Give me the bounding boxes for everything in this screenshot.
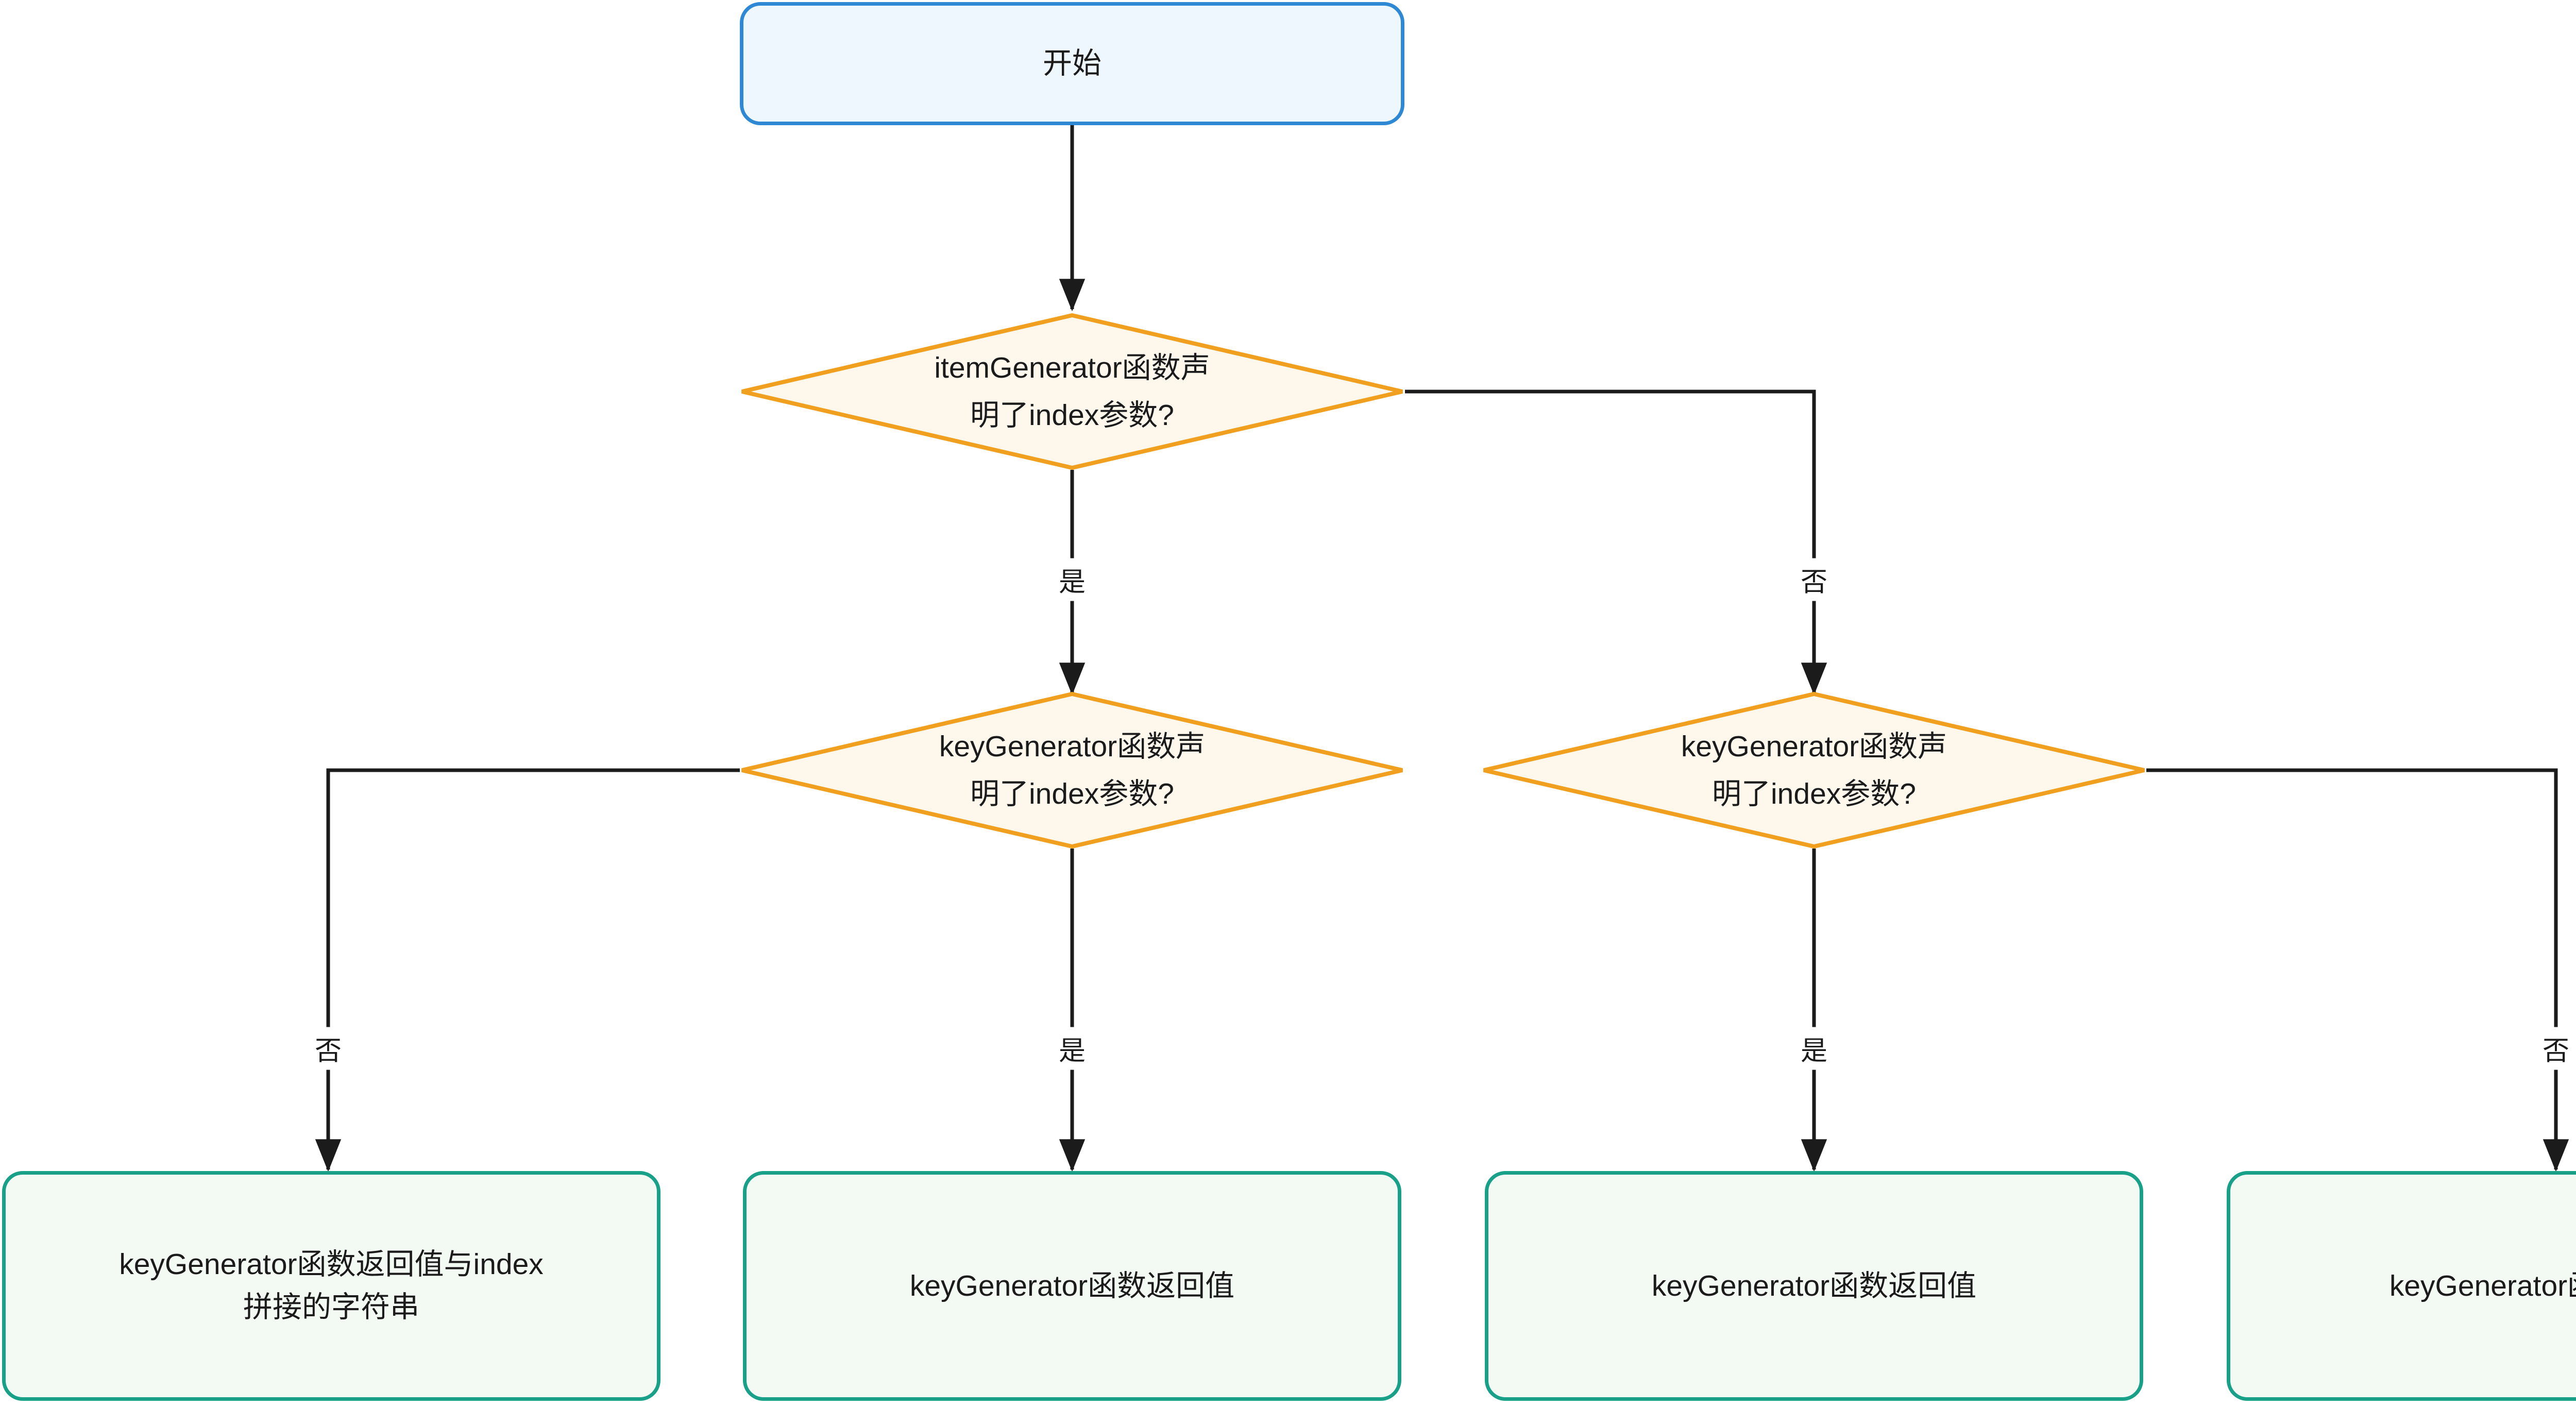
- node-result-return-value-3-label: keyGenerator函数返回值: [2389, 1269, 2576, 1302]
- node-result-return-value-1[interactable]: keyGenerator函数返回值: [743, 1171, 1401, 1401]
- result-line1: keyGenerator函数返回值与index: [119, 1248, 544, 1281]
- node-result-return-value-2[interactable]: keyGenerator函数返回值: [1485, 1171, 2143, 1401]
- result-line2: 拼接的字符串: [243, 1291, 419, 1324]
- edge-label-keyright-yes: 是: [1794, 1027, 1834, 1070]
- edge-label-item-no: 否: [1794, 558, 1834, 601]
- node-result-return-value-3[interactable]: keyGenerator函数返回值: [2227, 1171, 2576, 1401]
- node-result-concat-string-label: keyGenerator函数返回值与index 拼接的字符串: [119, 1243, 544, 1328]
- edge-label-keyleft-no: 否: [308, 1027, 348, 1070]
- diamond-shape: [741, 691, 1403, 849]
- edge-keyright-no: [2146, 768, 2569, 1172]
- edge-label-keyleft-yes: 是: [1052, 1027, 1092, 1070]
- edge-item-no: [1405, 389, 1827, 696]
- node-result-return-value-2-label: keyGenerator函数返回值: [1651, 1269, 1977, 1302]
- node-start[interactable]: 开始: [740, 2, 1404, 125]
- diamond-shape: [1483, 691, 2145, 849]
- diamond-shape: [741, 313, 1403, 470]
- node-result-return-value-1-label: keyGenerator函数返回值: [909, 1269, 1235, 1302]
- node-decision-itemgenerator[interactable]: itemGenerator函数声 明了index参数?: [740, 313, 1404, 470]
- edge-label-item-yes: 是: [1052, 558, 1092, 601]
- node-decision-keygenerator-right[interactable]: keyGenerator函数声 明了index参数?: [1482, 691, 2146, 849]
- node-result-concat-string[interactable]: keyGenerator函数返回值与index 拼接的字符串: [2, 1171, 660, 1401]
- edge-label-keyright-no: 否: [2536, 1027, 2576, 1070]
- node-start-label: 开始: [1043, 47, 1101, 80]
- edge-keyleft-no: [315, 768, 740, 1172]
- node-decision-keygenerator-left[interactable]: keyGenerator函数声 明了index参数?: [740, 691, 1404, 849]
